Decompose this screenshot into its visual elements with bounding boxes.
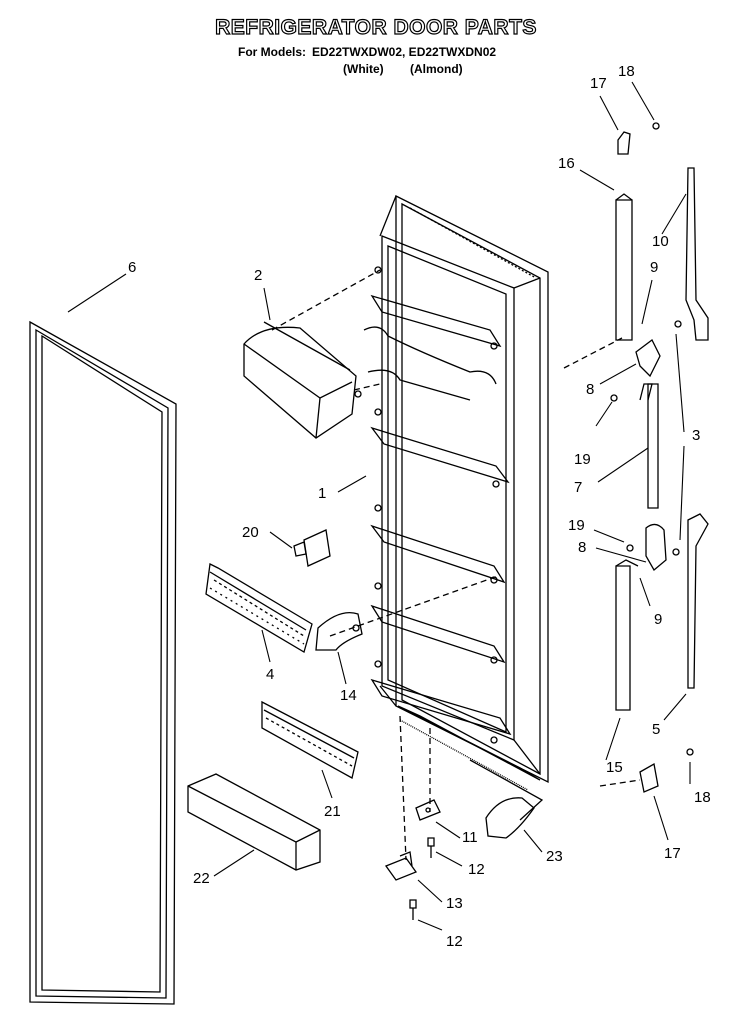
part-lower-hinge-assembly: [616, 514, 708, 792]
callout-18-upper: 18: [618, 63, 635, 80]
part-door-liner: [364, 196, 548, 790]
part-lower-hinge-bracket: [386, 800, 440, 880]
callout-12-lower: 12: [446, 933, 463, 950]
part-top-hinge-cover: [616, 168, 708, 340]
callout-12-upper: 12: [468, 861, 485, 878]
variant-almond-label: (Almond): [410, 62, 463, 76]
callout-19-lower: 19: [568, 517, 585, 534]
part-shelf-rail-upper: [206, 564, 312, 652]
callout-22: 22: [193, 870, 210, 887]
callout-16: 16: [558, 155, 575, 172]
callout-leader-lines: [68, 82, 690, 930]
part-label: [294, 530, 330, 566]
assembly-guide-lines: [272, 270, 640, 860]
callout-23: 23: [546, 848, 563, 865]
callout-6: 6: [128, 259, 137, 276]
callout-9-upper: 9: [650, 259, 659, 276]
callout-17-lower: 17: [664, 845, 681, 862]
callout-3: 3: [692, 427, 701, 444]
model-numbers: For Models: ED22TWXDW02, ED22TWXDN02: [238, 45, 496, 59]
callout-4: 4: [266, 666, 275, 683]
callout-8-lower: 8: [578, 539, 587, 556]
callout-19-upper: 19: [574, 451, 591, 468]
callout-5: 5: [652, 721, 661, 738]
part-end-cap: [316, 613, 362, 650]
part-gasket: [30, 322, 176, 1004]
part-dairy-door-bin: [244, 322, 361, 438]
callout-9-lower: 9: [654, 611, 663, 628]
page-title: REFRIGERATOR DOOR PARTS: [214, 15, 537, 39]
callout-21: 21: [324, 803, 341, 820]
models-label: For Models:: [238, 45, 306, 59]
callout-7: 7: [574, 479, 583, 496]
callout-13: 13: [446, 895, 463, 912]
variant-white-label: (White): [343, 62, 384, 76]
callout-10: 10: [652, 233, 669, 250]
models-list: ED22TWXDW02, ED22TWXDN02: [312, 45, 497, 59]
part-bottom-door-bin: [188, 774, 320, 870]
part-screws: [410, 838, 434, 920]
callout-11: 11: [462, 829, 478, 846]
callout-17-upper: 17: [590, 75, 607, 92]
callout-15: 15: [606, 759, 623, 776]
part-shelf-rail-lower: [262, 702, 358, 778]
callout-1: 1: [318, 485, 327, 502]
callout-20: 20: [242, 524, 259, 541]
callout-2: 2: [254, 267, 263, 284]
callout-18-lower: 18: [694, 789, 711, 806]
callout-8-upper: 8: [586, 381, 595, 398]
callout-14: 14: [340, 687, 357, 704]
part-hinge-pins: [611, 123, 681, 508]
part-bottom-trim: [470, 760, 542, 838]
